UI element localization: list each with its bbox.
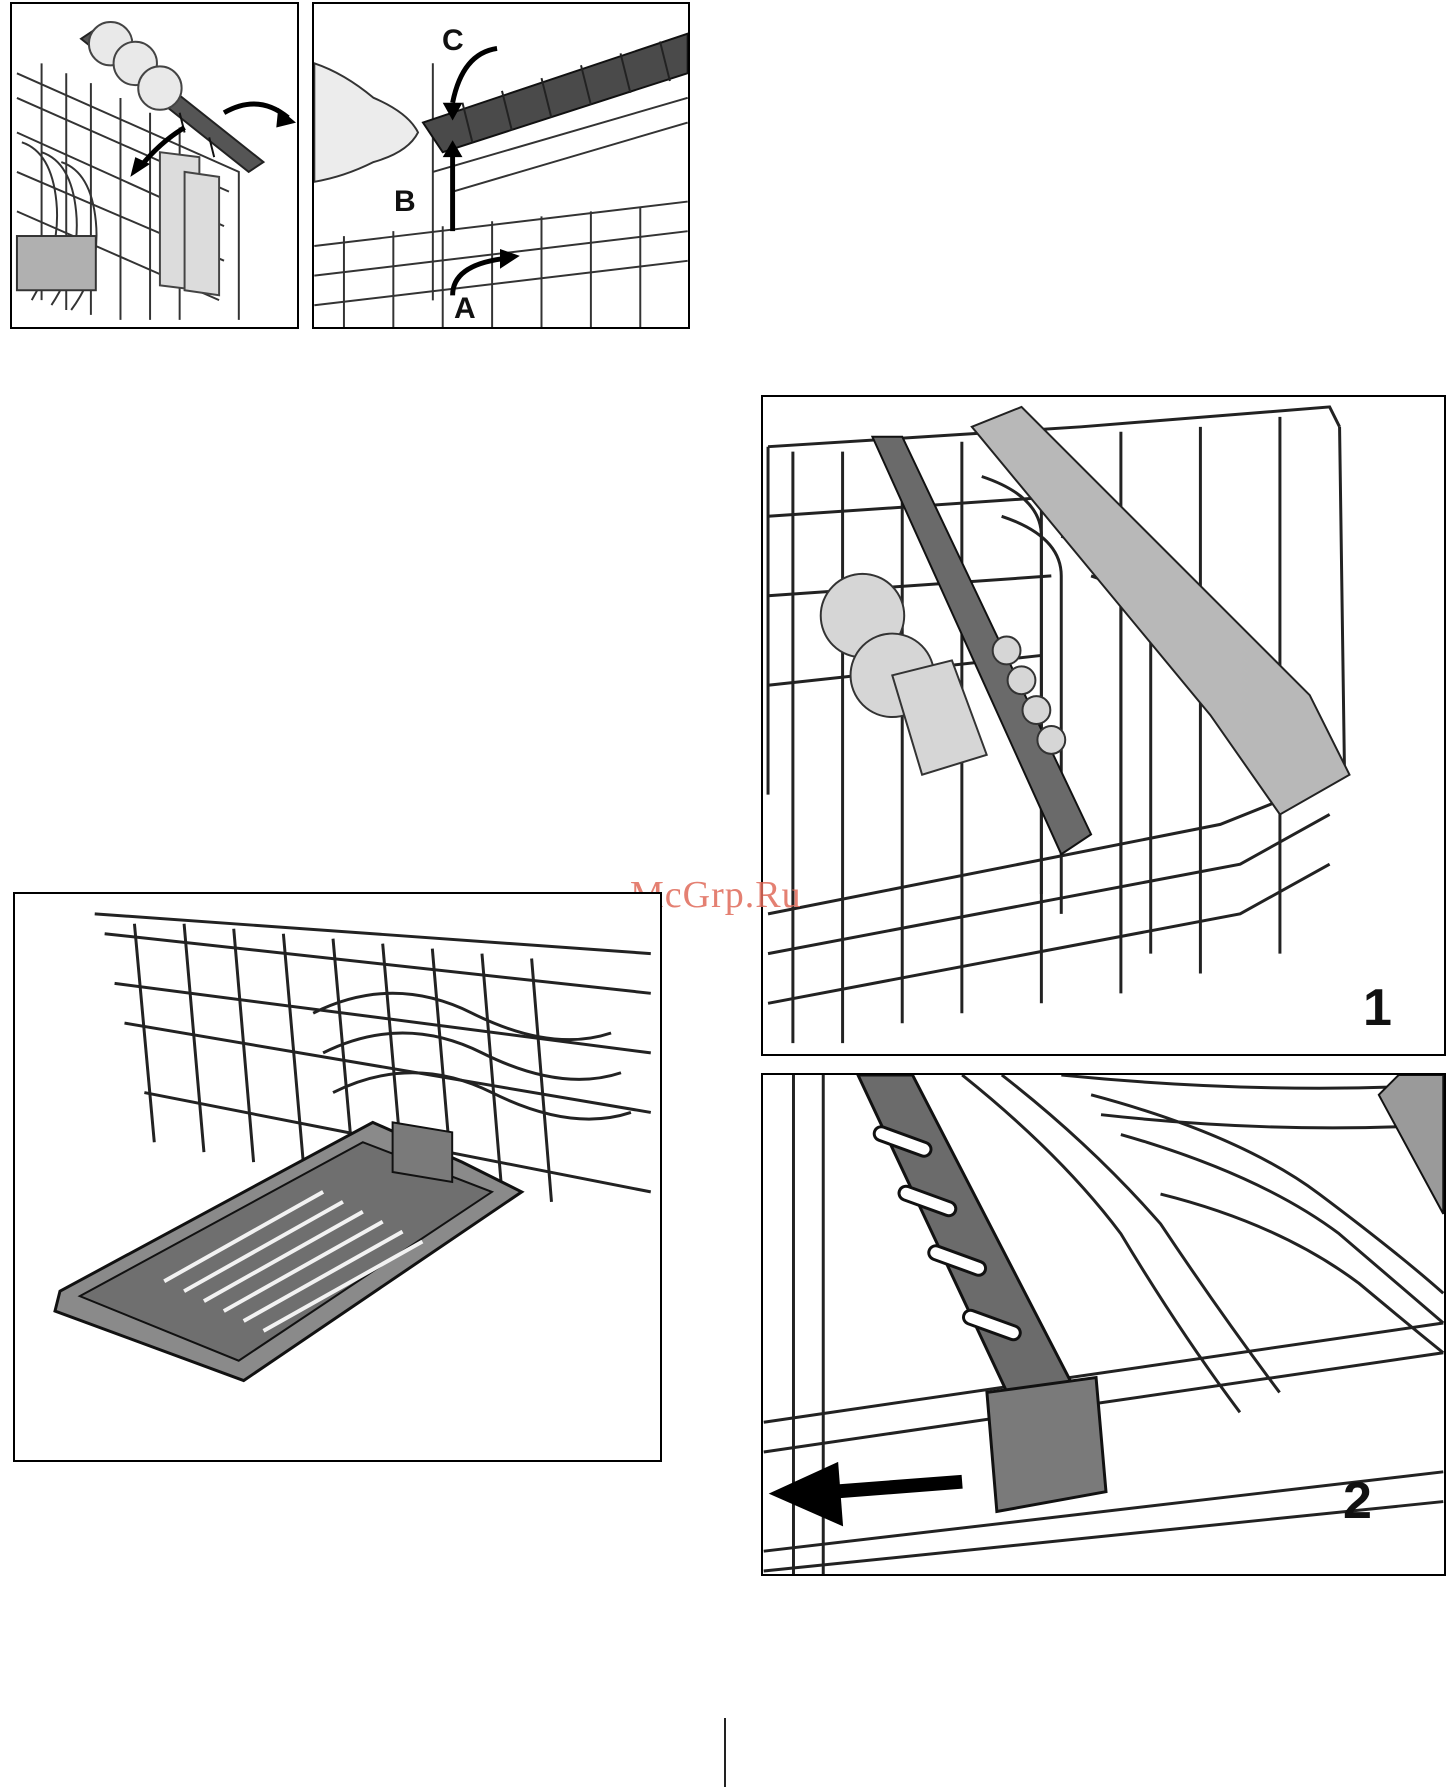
figure-2-rack-removal: 2 (761, 1073, 1446, 1576)
page-gutter-rule (724, 1718, 726, 1787)
label-c: C (442, 26, 464, 56)
cup-rack-illustration (12, 4, 297, 327)
figure-rack-adjustment-abc: C B A (312, 2, 690, 329)
figure-cup-rack-fold (10, 2, 299, 329)
rack-adjustment-illustration (314, 4, 688, 327)
label-a: A (454, 294, 476, 324)
label-b: B (394, 187, 416, 217)
figure-1-upper-basket: 1 (761, 395, 1446, 1056)
upper-basket-illustration (763, 397, 1444, 1054)
figure-2-number: 2 (1343, 1475, 1372, 1527)
cutlery-tray-illustration (15, 894, 660, 1460)
figure-cutlery-tray (13, 892, 662, 1462)
rack-removal-illustration (763, 1075, 1444, 1574)
figure-1-number: 1 (1363, 982, 1392, 1034)
